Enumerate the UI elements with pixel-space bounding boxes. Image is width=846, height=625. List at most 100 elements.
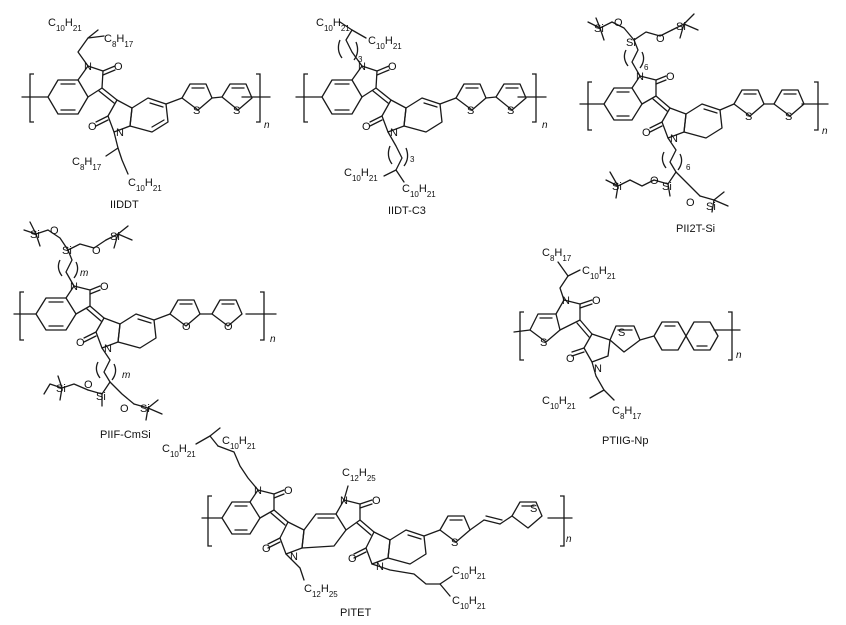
polymer-iidt-c3: n 3 3 N O O N xyxy=(295,17,548,217)
polymer-pii2t-si: n 6 Si O Si O Si xyxy=(579,13,829,235)
sidechain-label: C10H21 xyxy=(48,17,82,33)
nitrogen-label: N xyxy=(562,295,570,307)
furan-ring xyxy=(169,299,201,327)
silicon-label: Si xyxy=(676,21,686,33)
sidechain-label: C10H21 xyxy=(222,435,256,451)
sidechain-label: C10H21 xyxy=(368,35,402,51)
silicon-label: Si xyxy=(662,181,672,193)
oxygen-label: O xyxy=(592,295,601,307)
oxygen-label: O xyxy=(650,175,659,187)
sidechain-label: C10H21 xyxy=(452,595,486,611)
benzene-ring xyxy=(47,79,89,115)
oxygen-label: O xyxy=(76,337,85,349)
thiophene-ring xyxy=(181,83,213,111)
sidechain-label: C8H17 xyxy=(542,247,572,263)
silicon-label: Si xyxy=(594,23,604,35)
oxygen-label: O xyxy=(84,379,93,391)
repeat-count: m xyxy=(80,268,88,279)
oxygen-label: O xyxy=(388,61,397,73)
sulfur-label: S xyxy=(233,105,240,117)
repeat-n: n xyxy=(264,120,270,131)
sidechain-label: C10H21 xyxy=(316,17,350,33)
sulfur-label: S xyxy=(193,105,200,117)
repeat-count: m xyxy=(122,370,130,381)
polymer-piif-cmsi: n m Si O Si O Si xyxy=(13,221,277,441)
repeat-n: n xyxy=(270,334,276,345)
sulfur-label: S xyxy=(530,503,537,515)
oxygen-label: O xyxy=(100,281,109,293)
sidechain-label: C8H17 xyxy=(104,33,134,49)
polymer-name: PII2T-Si xyxy=(676,223,715,235)
sidechain-label: C10H21 xyxy=(542,395,576,411)
sidechain-label: C10H21 xyxy=(128,177,162,193)
silicon-label: Si xyxy=(110,231,120,243)
sidechain-label: C8H17 xyxy=(612,405,642,421)
oxygen-label: O xyxy=(88,121,97,133)
repeat-n: n xyxy=(566,534,572,545)
silicon-label: Si xyxy=(706,201,716,213)
sidechain-label: C12H25 xyxy=(304,583,338,599)
polymer-name: PTIIG-Np xyxy=(602,435,648,447)
polymer-name: IIDT-C3 xyxy=(388,205,426,217)
sidechain-label: C8H17 xyxy=(72,156,102,172)
polymer-name: PIIF-CmSi xyxy=(100,429,151,441)
polymer-ptiig-np: n N O S S O N C8H17 C10H21 C1 xyxy=(513,247,742,447)
bracket-right xyxy=(256,73,261,123)
bracket-left xyxy=(29,73,34,123)
sulfur-label: S xyxy=(467,105,474,117)
sidechain-label: C12H25 xyxy=(342,467,376,483)
oxygen-label: O xyxy=(120,403,129,415)
sidechain-label: C10H21 xyxy=(582,265,616,281)
oxygen-label: O xyxy=(362,121,371,133)
oxygen-label: O xyxy=(642,127,651,139)
furan-ring xyxy=(211,299,243,327)
silicon-label: Si xyxy=(96,391,106,403)
repeat-count: 3 xyxy=(410,155,415,164)
repeat-n: n xyxy=(736,350,742,361)
nitrogen-label: N xyxy=(594,363,602,375)
oxygen-label: O xyxy=(566,353,575,365)
sidechain-label: C10H21 xyxy=(162,443,196,459)
nitrogen-label: N xyxy=(390,127,398,139)
sidechain-label: C10H21 xyxy=(402,183,436,199)
sidechain-label: C10H21 xyxy=(452,565,486,581)
nitrogen-label: N xyxy=(254,485,262,497)
silicon-label: Si xyxy=(30,229,40,241)
thiophene-ring xyxy=(221,83,253,111)
oxygen-label: O xyxy=(284,485,293,497)
silicon-label: Si xyxy=(626,37,636,49)
oxygen-label: O xyxy=(92,245,101,257)
nitrogen-label: N xyxy=(636,71,644,83)
repeat-count: 6 xyxy=(686,163,691,172)
naphthalene-ring xyxy=(685,321,719,351)
repeat-n: n xyxy=(822,126,828,137)
silicon-label: Si xyxy=(140,403,150,415)
furan-oxygen-label: O xyxy=(182,321,191,333)
nitrogen-label: N xyxy=(670,133,678,145)
nitrogen-label: N xyxy=(340,495,348,507)
nitrogen-label: N xyxy=(116,127,124,139)
repeat-count: 3 xyxy=(358,55,363,64)
nitrogen-label: N xyxy=(104,343,112,355)
oxygen-label: O xyxy=(686,197,695,209)
polymer-pitet: n xyxy=(162,427,573,619)
repeat-count: 6 xyxy=(644,63,649,72)
polymer-name: PITET xyxy=(340,607,371,619)
sulfur-label: S xyxy=(618,327,625,339)
silicon-label: Si xyxy=(56,383,66,395)
oxygen-label: O xyxy=(372,495,381,507)
polymer-name: IIDDT xyxy=(110,199,139,211)
oxygen-label: O xyxy=(614,17,623,29)
polymer-iiddt: n N O O N xyxy=(21,17,271,211)
oxygen-label: O xyxy=(262,543,271,555)
silicon-label: Si xyxy=(62,245,72,257)
oxygen-label: O xyxy=(50,225,59,237)
sulfur-label: S xyxy=(785,111,792,123)
oxygen-label: O xyxy=(114,61,123,73)
silicon-label: Si xyxy=(612,181,622,193)
nitrogen-label: N xyxy=(84,61,92,73)
oxygen-label: O xyxy=(666,71,675,83)
sulfur-label: S xyxy=(451,537,458,549)
nitrogen-label: N xyxy=(358,61,366,73)
